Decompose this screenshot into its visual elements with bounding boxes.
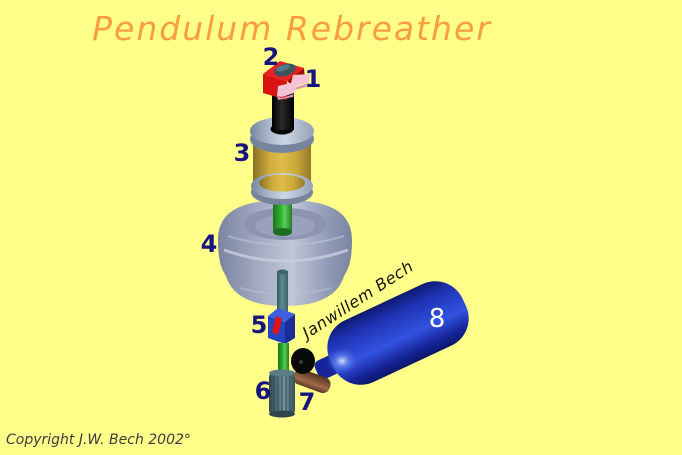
valve-box-top — [268, 308, 295, 322]
part-label-8: 8 — [429, 304, 446, 334]
bite-tab-pink — [277, 74, 310, 97]
hose-top-cap — [269, 369, 295, 377]
teal-tube-cap — [277, 269, 288, 275]
hose-corrugations — [273, 373, 291, 414]
scrubber-bottom-gold-rim — [259, 174, 305, 192]
mouthpiece-assembly — [263, 61, 310, 130]
part-label-4: 4 — [201, 230, 218, 258]
counterlung-seam — [223, 248, 349, 263]
corrugated-hose — [269, 369, 295, 418]
part-labels: 1 2 3 4 5 6 7 — [201, 43, 322, 416]
green-tube-bottom — [278, 343, 289, 376]
tank-valve — [291, 348, 331, 394]
page-title: Pendulum Rebreather — [92, 9, 492, 48]
copyright: Copyright J.W. Bech 2002° — [6, 432, 191, 448]
scrubber-canister — [250, 117, 314, 205]
teal-tube — [277, 271, 288, 317]
part-label-7: 7 — [299, 388, 316, 416]
exhaust-tube-teal — [277, 269, 288, 317]
valve-knob — [291, 348, 315, 374]
shutoff-valve — [268, 308, 295, 344]
cylinder-highlight — [325, 347, 359, 375]
valve-box-right — [285, 314, 295, 344]
cylinder-body — [327, 281, 469, 385]
part-label-1: 1 — [305, 65, 322, 93]
part-label-5: 5 — [251, 311, 268, 339]
bite-tab-shadow — [277, 83, 309, 100]
valve-knob-dot — [299, 360, 303, 364]
part-label-6: 6 — [255, 377, 272, 405]
mouthpiece-opening-highlight — [276, 64, 290, 72]
valve-connector-brown — [293, 368, 331, 394]
valve-lever-red — [272, 316, 282, 335]
green-tube-top-cap — [273, 228, 292, 236]
part-label-3: 3 — [234, 139, 251, 167]
hose-bottom-cap — [269, 410, 295, 418]
part-label-2: 2 — [263, 43, 280, 71]
counterlung-upper-highlight — [227, 235, 345, 246]
